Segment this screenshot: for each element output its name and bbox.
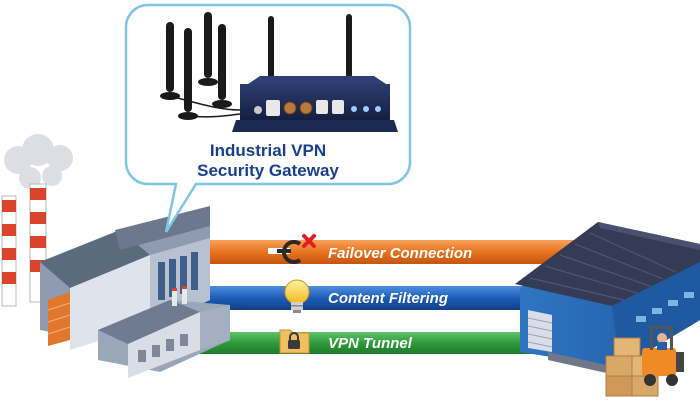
gateway-title-line2: Security Gateway xyxy=(197,161,339,180)
failover-icon xyxy=(268,234,316,264)
content-filtering-label: Content Filtering xyxy=(328,290,448,307)
gateway-callout: Industrial VPN Security Gateway xyxy=(124,3,412,233)
lightbulb-icon xyxy=(284,279,310,313)
warehouse-door xyxy=(527,310,553,352)
smoke-icon xyxy=(4,134,73,189)
failover-label: Failover Connection xyxy=(328,245,472,262)
antenna-icon xyxy=(160,12,241,120)
chimney-icon xyxy=(1,183,47,307)
warehouse-illustration xyxy=(515,222,700,397)
folder-lock-icon xyxy=(279,329,310,354)
vpn-tunnel-label: VPN Tunnel xyxy=(328,335,413,352)
cargo-boxes xyxy=(605,337,659,397)
gateway-device-image xyxy=(160,12,398,132)
device-ports xyxy=(254,100,381,116)
factory-illustration xyxy=(1,134,230,378)
gateway-title-line1: Industrial VPN xyxy=(210,141,326,160)
band-failover xyxy=(150,240,615,264)
band-vpn-tunnel xyxy=(150,332,615,354)
forklift-icon xyxy=(642,326,684,386)
